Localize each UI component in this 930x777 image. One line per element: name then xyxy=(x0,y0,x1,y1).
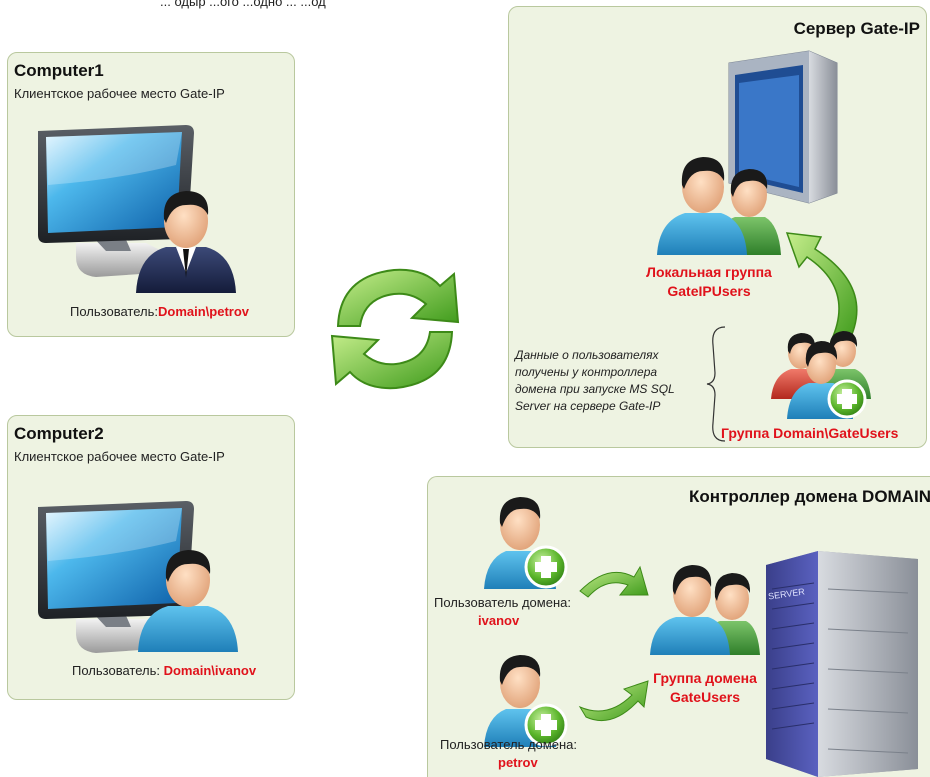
computer1-panel: Computer1 Клиентское рабочее место Gate-… xyxy=(7,52,295,337)
computer1-subtitle: Клиентское рабочее место Gate-IP xyxy=(14,86,225,101)
dc-group-users-icon xyxy=(650,565,760,655)
dc-group-line2: GateUsers xyxy=(669,689,741,705)
local-group-users-icon xyxy=(657,157,781,255)
sync-arrows-icon xyxy=(330,268,460,390)
dc-user2-label: Пользователь домена: xyxy=(440,737,577,752)
computer2-user-value: Domain\ivanov xyxy=(163,663,257,678)
local-group-line2: GateIPUsers xyxy=(667,283,751,299)
dc-arrow-bottom xyxy=(578,680,649,721)
local-group-label: Локальная группа GateIPUsers xyxy=(639,263,779,301)
dc-title: Контроллер домена DOMAIN xyxy=(688,487,930,506)
server-sync-arrow xyxy=(785,232,858,346)
local-group-line1: Локальная группа xyxy=(646,264,772,280)
computer1-user-icon xyxy=(136,191,236,293)
computer1-user-prefix: Пользователь: xyxy=(70,304,158,319)
computer2-user-line: Пользователь: Domain\ivanov xyxy=(72,663,256,678)
computer2-user-prefix: Пользователь: xyxy=(72,663,164,678)
note-brace xyxy=(706,326,726,442)
dc-user1-value: ivanov xyxy=(478,613,520,628)
dc-user1-label: Пользователь домена: xyxy=(434,595,571,610)
server-note-line3: домена при запуске MS SQL xyxy=(515,382,675,396)
top-caption: ... одыр ...ого ...одно ... ...од xyxy=(160,0,326,9)
computer1-user-line: Пользователь:Domain\petrov xyxy=(70,304,249,319)
dc-user2-value: petrov xyxy=(498,755,538,770)
computer2-panel: Computer2 Клиентское рабочее место Gate-… xyxy=(7,415,295,700)
computer1-title: Computer1 xyxy=(14,61,104,80)
dc-group-label: Группа домена GateUsers xyxy=(640,669,770,707)
computer1-user-value: Domain\petrov xyxy=(157,304,249,319)
server-note: Данные о пользователях получены у контро… xyxy=(515,347,715,415)
dc-arrow-top xyxy=(579,565,649,598)
server-note-line1: Данные о пользователях xyxy=(515,348,659,362)
domain-group-users-icon xyxy=(771,331,871,419)
dc-panel: Контроллер домена DOMAIN Пользователь до… xyxy=(427,476,930,777)
computer1-monitor-icon xyxy=(38,125,194,277)
server-panel: Сервер Gate-IP Локальная группа GateIPUs… xyxy=(508,6,927,448)
dc-server-tower-icon xyxy=(766,551,918,777)
server-note-line4: Server на сервере Gate-IP xyxy=(515,399,661,413)
dc-user2-icon xyxy=(484,655,568,747)
computer2-subtitle: Клиентское рабочее место Gate-IP xyxy=(14,449,225,464)
server-rack-icon xyxy=(728,50,838,204)
dc-group-line1: Группа домена xyxy=(653,670,757,686)
computer2-title: Computer2 xyxy=(14,424,104,443)
dc-user1-icon xyxy=(484,497,568,589)
server-note-line2: получены у контроллера xyxy=(515,365,658,379)
computer2-user-icon xyxy=(138,550,238,652)
domain-group-label: Группа Domain\GateUsers xyxy=(721,425,899,441)
server-title: Сервер Gate-IP xyxy=(793,19,920,38)
